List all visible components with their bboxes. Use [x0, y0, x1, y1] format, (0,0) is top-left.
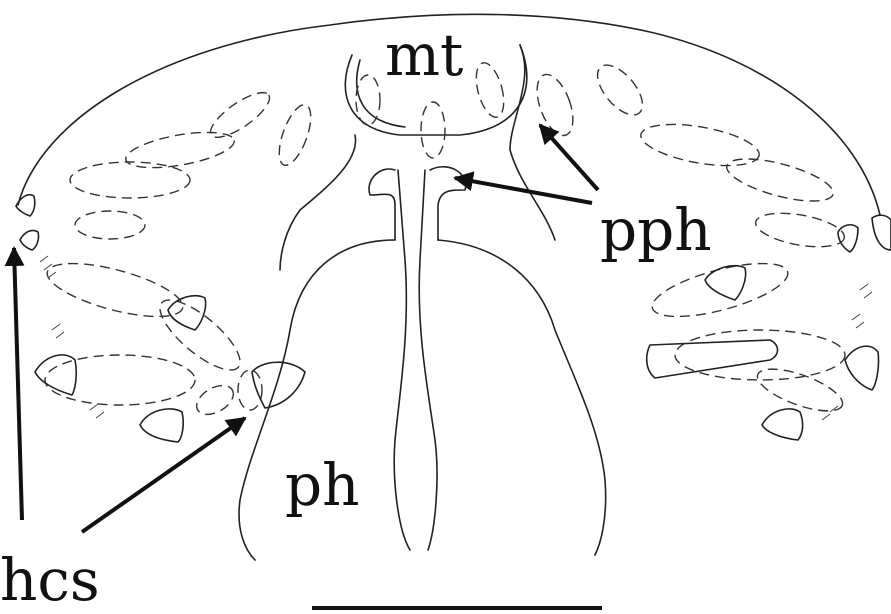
hcs-arrow-1 [14, 248, 22, 520]
left-dashed-structures [42, 85, 317, 420]
stylet-left [394, 170, 410, 550]
label-pph: pph [600, 196, 712, 264]
stylet-right [419, 170, 437, 550]
setae-left [16, 195, 305, 442]
label-ph: ph [285, 451, 359, 519]
pph-arrow-1 [540, 125, 598, 190]
label-hcs: hcs [0, 546, 100, 614]
hcs-arrow-2 [82, 418, 245, 532]
pharynx-outline-right [438, 240, 606, 555]
prepharynx-left [369, 169, 395, 240]
label-mt: mt [385, 21, 463, 89]
